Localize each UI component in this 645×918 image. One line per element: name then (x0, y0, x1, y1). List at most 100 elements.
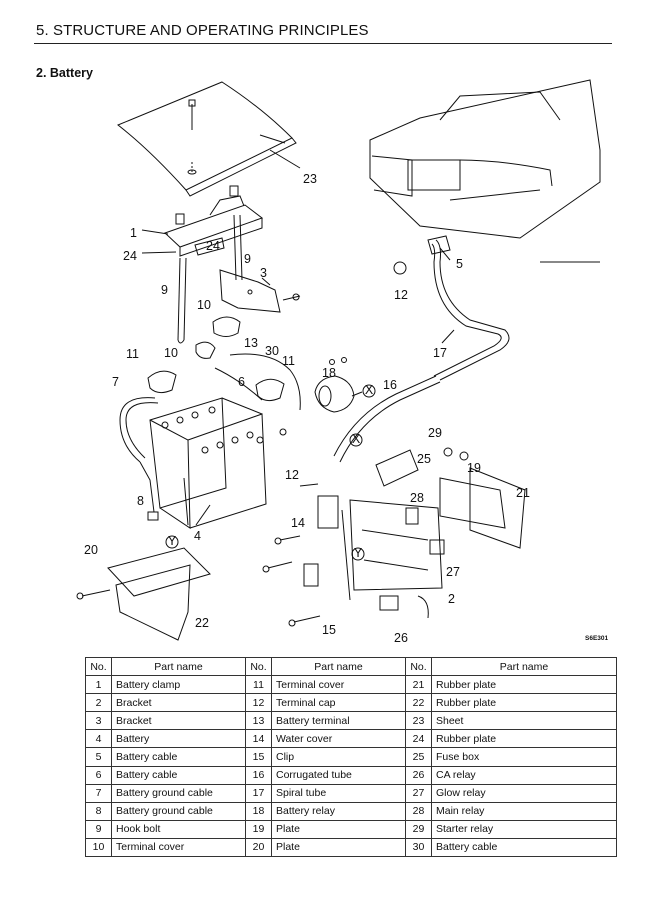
callout-number: 11 (126, 347, 139, 361)
part-name: Terminal cover (271, 675, 406, 695)
part-number: 11 (245, 675, 272, 695)
callout-number: 29 (428, 426, 442, 440)
callout-number: 7 (112, 375, 119, 389)
callout-number: 9 (161, 283, 168, 297)
part-name: Fuse box (431, 747, 617, 767)
view-marker-label: X (365, 383, 374, 397)
part-number: 15 (245, 747, 272, 767)
part-name: Battery ground cable (111, 783, 246, 803)
header-part-name: Part name (111, 656, 246, 677)
part-number: 19 (245, 819, 272, 839)
callout-number: 2 (448, 592, 455, 606)
battery-cable-30 (229, 353, 301, 411)
callout-number: 25 (417, 452, 431, 466)
part-name: Sheet (431, 711, 617, 731)
part-name: Plate (271, 819, 406, 839)
callout-number: 21 (516, 486, 530, 500)
section-title: 2. Battery (36, 66, 93, 80)
callout-number: 13 (244, 336, 258, 350)
figure-code: S6E301 (585, 635, 609, 642)
callout-number: 16 (383, 378, 397, 392)
callout-number: 26 (394, 631, 408, 645)
part-name: Rubber plate (431, 693, 617, 713)
battery-ground-cable-7 (119, 397, 156, 463)
header-no: No. (245, 656, 272, 677)
callout-number: 11 (282, 354, 295, 368)
part-name: Bracket (111, 693, 246, 713)
callout-number: 4 (194, 529, 201, 543)
part-number: 4 (85, 729, 112, 749)
callout-number: 12 (394, 288, 408, 302)
part-name: Battery clamp (111, 675, 246, 695)
callout-number: 10 (164, 346, 178, 360)
battery-relay-part (314, 375, 355, 413)
rubber-plate-22 (115, 564, 191, 641)
part-name: Terminal cover (111, 837, 246, 858)
part-name: Battery relay (271, 801, 406, 821)
part-name: Battery (111, 729, 246, 749)
callout-number: 17 (433, 346, 447, 360)
callout-number: 10 (197, 298, 211, 312)
part-number: 29 (405, 819, 432, 839)
part-name: Corrugated tube (271, 765, 406, 785)
part-number: 16 (245, 765, 272, 785)
callout-number: 6 (238, 375, 245, 389)
part-number: 21 (405, 675, 432, 695)
part-name: Battery terminal (271, 711, 406, 731)
callout-number: 24 (206, 239, 220, 253)
part-name: Glow relay (431, 783, 617, 803)
part-name: Water cover (271, 729, 406, 749)
callout-number: 12 (285, 468, 299, 482)
part-number: 7 (85, 783, 112, 803)
plate-20 (107, 547, 211, 597)
view-marker-label: X (352, 432, 361, 446)
battery-exploded-diagram: 23124249395121010133011116718X1617122519… (76, 79, 609, 645)
callout-number: 23 (303, 172, 317, 186)
spiral-tube-17 (435, 239, 510, 381)
part-number: 2 (85, 693, 112, 713)
view-marker-label: Y (354, 546, 363, 560)
parts-table: No. Part name No. Part name No. Part nam… (85, 656, 617, 858)
part-number: 6 (85, 765, 112, 785)
part-name: Bracket (111, 711, 246, 731)
part-number: 22 (405, 693, 432, 713)
part-number: 3 (85, 711, 112, 731)
header-no: No. (85, 656, 112, 677)
part-name: Battery cable (111, 765, 246, 785)
callout-number: 15 (322, 623, 336, 637)
part-number: 8 (85, 801, 112, 821)
header-part-name: Part name (271, 656, 406, 677)
parts-table-header: No. Part name No. Part name No. Part nam… (85, 656, 617, 677)
header-part-name: Part name (431, 656, 617, 677)
title-rule (34, 43, 612, 44)
part-name: Starter relay (431, 819, 617, 839)
part-name: Battery cable (431, 837, 617, 858)
part-number: 17 (245, 783, 272, 803)
part-name: Battery cable (111, 747, 246, 767)
callout-number: 1 (130, 226, 137, 240)
bracket-part (219, 269, 281, 313)
part-name: Terminal cap (271, 693, 406, 713)
part-number: 10 (85, 837, 112, 858)
part-name: Hook bolt (111, 819, 246, 839)
fuse-box-part (375, 449, 419, 487)
part-number: 23 (405, 711, 432, 731)
callout-number: 8 (137, 494, 144, 508)
callout-number: 24 (123, 249, 137, 263)
part-number: 25 (405, 747, 432, 767)
part-number: 27 (405, 783, 432, 803)
sheet-part (117, 81, 293, 191)
view-marker-label: Y (168, 534, 177, 548)
part-number: 12 (245, 693, 272, 713)
part-number: 5 (85, 747, 112, 767)
callout-number: 18 (322, 366, 336, 380)
callout-number: 22 (195, 616, 209, 630)
part-number: 9 (85, 819, 112, 839)
